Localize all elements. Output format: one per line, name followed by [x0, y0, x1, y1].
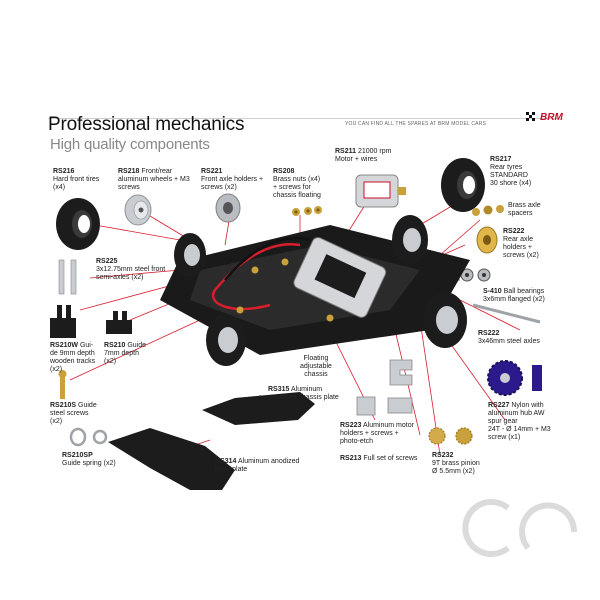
motor-icon	[355, 174, 406, 208]
leader-line	[89, 269, 181, 279]
leader-line	[94, 224, 181, 241]
body-plate-icon	[108, 428, 235, 490]
spares-note: YOU CAN FIND ALL THE SPARES AT BRM MODEL…	[345, 121, 487, 127]
brass-nuts-icon	[292, 206, 322, 216]
rear-tire-icon	[441, 158, 485, 212]
brand-name: BRM	[540, 112, 563, 123]
page-title: Professional mechanics	[48, 114, 245, 135]
steel-axle-icon	[472, 303, 541, 324]
guide-icon	[106, 311, 132, 334]
brm-logo-icon: BRM	[526, 112, 563, 123]
leader-line	[69, 319, 201, 381]
brass-pinion-icon	[428, 427, 473, 445]
leader-line	[459, 299, 521, 331]
spur-gear-icon	[487, 360, 542, 396]
aluminum-wheel-icon	[124, 194, 152, 226]
brm-flag-icon	[526, 112, 535, 122]
chassis-plate-icon	[202, 392, 315, 425]
watermark-logo-icon	[462, 499, 578, 557]
motor-holders-icon	[356, 359, 413, 416]
header-divider	[48, 118, 558, 119]
front-axle-holder-icon	[215, 193, 241, 223]
guide-screws-icon	[58, 370, 67, 399]
part-label-rs213: RS213 Full set of screws	[340, 455, 418, 462]
guide-spring-icon	[69, 427, 108, 447]
chassis-assembly-icon	[160, 215, 470, 366]
ball-bearings-icon	[460, 268, 491, 282]
semi-axles-icon	[58, 259, 77, 295]
axle-spacers-icon	[472, 205, 504, 216]
rear-axle-holder-icon	[476, 226, 498, 254]
wooden-track-guide-icon	[50, 305, 76, 338]
page-subtitle: High quality components	[50, 136, 210, 153]
leader-line	[439, 219, 481, 256]
front-tire-icon	[56, 198, 100, 250]
